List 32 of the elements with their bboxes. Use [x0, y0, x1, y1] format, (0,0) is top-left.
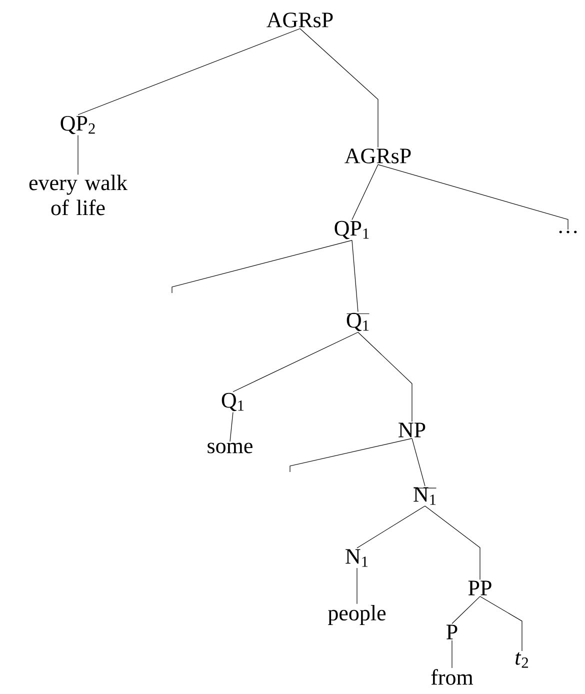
branch-line — [358, 332, 412, 422]
category-label: P — [446, 624, 458, 640]
category-label: NP — [398, 422, 426, 438]
branch-line — [356, 506, 426, 548]
category-label: … — [559, 230, 577, 234]
category-label: people — [328, 605, 386, 625]
category-label: some — [208, 442, 252, 454]
branch-line — [356, 568, 358, 604]
category-label: AGRsP — [266, 12, 333, 28]
category-label: QP$_{2}$ — [60, 116, 95, 134]
category-label: every walk of life — [29, 174, 128, 216]
branch-line — [352, 240, 358, 312]
category-label: PP — [468, 580, 492, 596]
branch-line — [378, 164, 568, 230]
branch-line — [232, 332, 358, 392]
branch-line — [424, 506, 480, 580]
branch-line — [412, 438, 426, 486]
category-label: N$_{1}$ — [346, 549, 368, 567]
category-label: Q$_{1}$ — [222, 392, 244, 412]
branch-line — [290, 438, 412, 472]
category-label: QP$_{1}$ — [334, 220, 369, 240]
category-label: AGRsP — [344, 148, 411, 164]
branch-line — [230, 412, 234, 442]
branch-line — [78, 28, 300, 116]
category-label: from — [431, 669, 474, 685]
branch-line — [300, 28, 378, 148]
branch-line — [352, 164, 378, 220]
bar-category-label: N$_{1}$ — [413, 487, 437, 505]
branch-line — [452, 596, 480, 624]
category-label: t$_{2}$ — [516, 652, 528, 668]
branch-line — [172, 240, 352, 294]
branch-line — [480, 596, 522, 652]
